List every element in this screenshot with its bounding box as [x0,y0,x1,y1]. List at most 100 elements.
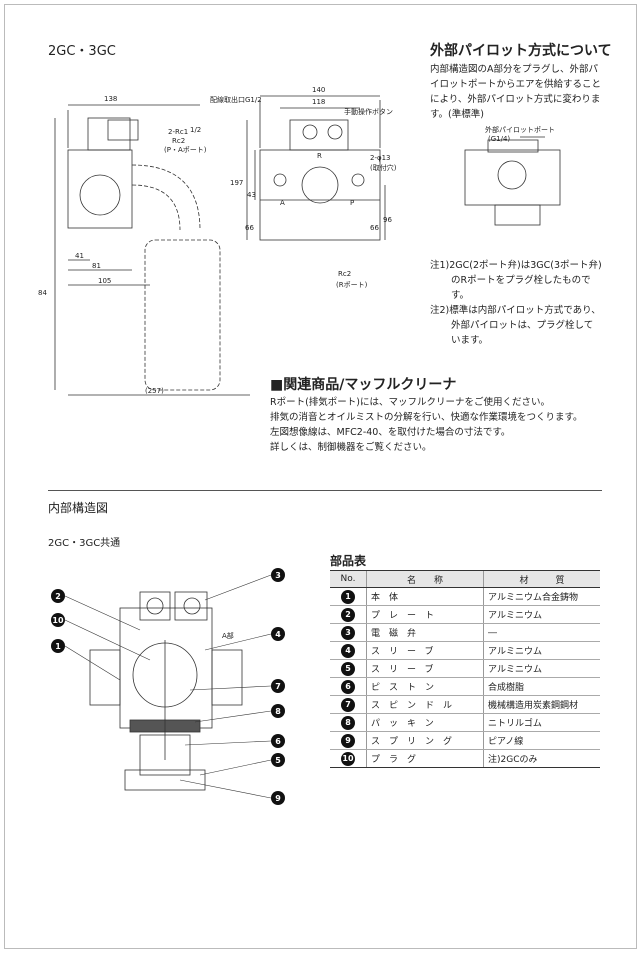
model-title: 2GC・3GC [48,44,116,59]
part-number: 7 [330,695,367,714]
dim-41: 41 [75,252,84,260]
svg-text:3: 3 [275,571,281,580]
part-name: パッキン [365,713,484,732]
part-material: ニトリルゴム [483,713,600,732]
label-hole: 2-φ13 [370,154,391,162]
part-material: アルミニウム [483,659,600,678]
label-port-r: R [317,152,322,160]
label-pa-port: (P・Aポート) [164,146,207,154]
pilot-diagram-body [464,149,561,206]
label-rc1: 2-Rc1 [168,128,188,136]
label-hole2: (取付穴) [370,163,397,172]
related-line: 排気の消音とオイルミストの分解を行い、快適な作業環境をつくります。 [270,412,583,423]
label-port-p: P [350,199,354,207]
pilot-diagram-connector [494,204,541,226]
svg-text:6: 6 [275,737,281,746]
label-manual: 手動操作ボタン [344,107,393,116]
dim-140: 140 [312,86,325,94]
part-number: 9 [330,731,367,750]
part-number-badge: 1 [341,589,355,604]
pilot-label-1: 外部パイロットポート [485,125,555,134]
svg-text:2: 2 [55,592,61,601]
dim-197: 197 [230,179,243,187]
front-view-valve-1 [302,124,318,140]
external-pilot-body: 内部構造図のA部分をプラグし、外部パイロットポートからエアを供給することにより、… [430,64,602,120]
pilot-diagram-port [497,160,527,190]
page-frame [4,4,637,949]
part-number-badge: 5 [341,661,355,676]
dim-43: 43 [247,191,256,199]
part-material: アルミニウム [483,641,600,660]
side-view-port [79,174,121,216]
part-name: ピストン [365,677,484,696]
related-line: 詳しくは、制御機器をご覧ください。 [270,442,432,453]
part-material: アルミニウム [483,605,600,624]
dim-84: 84 [38,289,47,297]
related-body: Rポート(排気ポート)には、マッフルクリーナをご使用ください。 排気の消音とオイ… [270,395,583,455]
part-name: 本体 [365,587,484,606]
side-view-muffler [144,239,221,391]
part-number-badge: 6 [341,679,355,694]
svg-text:8: 8 [275,707,281,716]
side-view-muffler-elbow [131,164,201,231]
part-number-badge: 4 [341,643,355,658]
related-line: Rポート(排気ポート)には、マッフルクリーナをご使用ください。 [270,397,551,408]
table-row: 8 パッキンニトリルゴム [330,713,600,732]
structure-drawing [89,591,243,791]
part-material: 注)2GCのみ [483,749,600,768]
table-row: 2 プレートアルミニウム [330,605,600,624]
dim-257: (257) [145,387,164,395]
external-pilot-title: 外部パイロット方式について [430,43,612,59]
part-number: 5 [330,659,367,678]
parts-header-name: 名 称 [365,570,484,588]
part-name: 電磁弁 [365,623,484,642]
front-view-top [289,119,349,151]
front-view-port-p [351,173,365,187]
label-rc2: Rc2 [172,137,185,145]
part-number-badge: 9 [341,733,355,748]
part-material: アルミニウム合金鋳物 [483,587,600,606]
side-view-solenoid [87,117,131,151]
svg-text:5: 5 [275,756,281,765]
part-number-badge: 10 [341,751,355,766]
front-view-valve-2 [327,124,343,140]
part-number-badge: 2 [341,607,355,622]
svg-text:7: 7 [275,682,281,691]
structure-callouts [51,568,285,805]
label-port-a: A [280,199,285,207]
part-name: プレート [365,605,484,624]
pilot-diagram-top [487,139,539,153]
part-number-badge: 7 [341,697,355,712]
side-view-connector [107,119,139,141]
dim-81: 81 [92,262,101,270]
label-rc2-r: Rc2 [338,270,351,278]
dim-105: 105 [98,277,111,285]
structure-title: 内部構造図 [48,501,109,515]
part-number: 6 [330,677,367,696]
dim-138: 138 [104,95,117,103]
part-number-badge: 8 [341,715,355,730]
related-line: 左図想像線は、MFC2-40、を取付けた場合の寸法です。 [270,427,511,438]
part-number: 8 [330,713,367,732]
notes: 注1)2GC(2ポート弁)は3GC(3ポート弁)のRポートをプラグ栓したものです… [430,258,602,348]
part-name: スピンドル [365,695,484,714]
part-number: 4 [330,641,367,660]
part-name: スリーブ [365,659,484,678]
part-number: 1 [330,587,367,606]
part-name: プラグ [365,749,484,768]
part-material: ― [483,623,600,642]
parts-title: 部品表 [330,554,367,568]
label-r-port: (Rポート) [336,281,368,289]
note-2: 注2)標準は内部パイロット方式であり、外部パイロットは、プラグ栓しています。 [430,305,601,346]
related-title: ■関連商品/マッフルクリーナ [270,377,457,393]
part-number: 3 [330,623,367,642]
table-row: 10 プラグ注)2GCのみ [330,749,600,768]
side-view-body [67,149,133,229]
svg-text:4: 4 [275,630,281,639]
dim-118: 118 [312,98,325,106]
